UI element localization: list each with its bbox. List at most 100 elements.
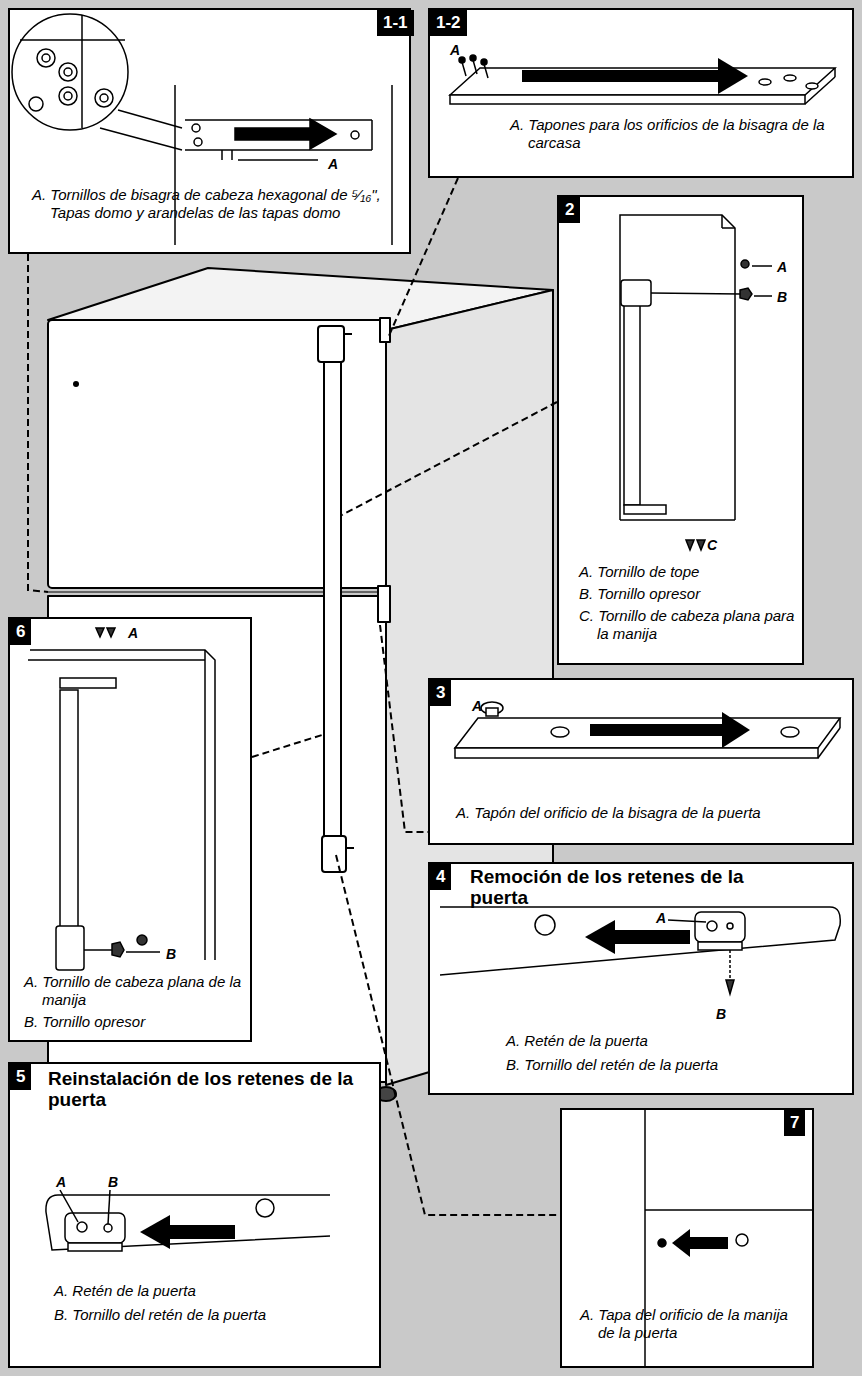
door-handle-illustration xyxy=(624,300,640,505)
hinge-illustration xyxy=(192,124,200,132)
callout-letter: A xyxy=(450,42,460,58)
step-panel: 7A. Tapa del orificio de la manija de la… xyxy=(560,1108,814,1368)
part-caption: A. Tornillo de cabeza plana de la manija xyxy=(24,973,250,1009)
callout-letter: A xyxy=(777,259,787,275)
door-handle-illustration xyxy=(651,293,740,294)
hinge-illustration xyxy=(29,97,43,111)
door-stop-illustration xyxy=(68,1243,122,1251)
door-handle-illustration xyxy=(60,690,78,930)
step-title: Remoción de los retenes de la puerta xyxy=(470,866,750,908)
hinge-illustration xyxy=(185,119,372,121)
door-stop-illustration xyxy=(104,1224,112,1232)
door-handle-illustration xyxy=(28,659,205,661)
hinge-illustration xyxy=(42,54,50,62)
hinge-illustration xyxy=(118,110,182,128)
leader-line xyxy=(28,254,48,592)
door-stop-illustration xyxy=(170,1225,235,1239)
hinge-illustration xyxy=(59,87,77,105)
panel-background xyxy=(428,862,854,1095)
hinge-illustration xyxy=(37,49,55,67)
part-caption: B. Tornillo del retén de la puerta xyxy=(506,1056,836,1074)
door-handle-illustration xyxy=(56,926,84,970)
door-handle-illustration xyxy=(96,628,104,637)
hinge-illustration xyxy=(221,150,223,160)
leader-line xyxy=(380,625,428,832)
cabinet-top-illustration xyxy=(450,95,805,104)
door-top-illustration xyxy=(818,728,840,758)
hinge-illustration xyxy=(64,68,72,76)
hinge-illustration xyxy=(95,89,113,107)
hinge-illustration xyxy=(100,94,108,102)
door-handle-illustration xyxy=(112,942,124,957)
part-caption: B. Tornillo del retén de la puerta xyxy=(54,1306,374,1324)
door-side-illustration xyxy=(658,1239,666,1247)
panel-background xyxy=(8,1062,381,1368)
cabinet-top-illustration xyxy=(806,83,818,89)
door-stop-illustration xyxy=(698,942,742,950)
callout-letter: B xyxy=(777,289,787,305)
refrigerator xyxy=(378,586,390,622)
door-top-illustration xyxy=(551,727,569,737)
step-number: 2 xyxy=(559,197,580,223)
part-caption: A. Retén de la puerta xyxy=(506,1032,836,1050)
door-stop-illustration xyxy=(440,907,840,994)
door-handle-illustration xyxy=(60,678,116,688)
door-stop-illustration xyxy=(46,1195,330,1250)
part-caption: A. Tapa del orificio de la manija de la … xyxy=(580,1306,806,1342)
door-handle-illustration xyxy=(620,215,735,520)
hinge-illustration xyxy=(59,63,77,81)
refrigerator xyxy=(346,847,354,849)
door-handle-illustration xyxy=(722,227,735,229)
leader-line xyxy=(342,402,557,515)
cabinet-top-illustration xyxy=(784,75,796,81)
refrigerator xyxy=(324,344,341,844)
callout-letter: B xyxy=(108,1174,118,1190)
leader-line xyxy=(252,735,322,757)
part-caption: A. Tornillos de bisagra de cabeza hexago… xyxy=(32,186,404,222)
door-stop-illustration xyxy=(615,930,690,944)
door-handle-illustration xyxy=(624,505,666,514)
door-stop-illustration xyxy=(60,1190,78,1222)
door-stop-illustration xyxy=(729,950,731,978)
door-stop-illustration xyxy=(46,1190,330,1251)
door-stop-illustration xyxy=(108,1190,110,1224)
hinge-illustration xyxy=(231,150,233,160)
callout-letter: A xyxy=(328,156,338,172)
part-caption: C. Tornillo de cabeza plana para la mani… xyxy=(579,607,801,643)
callout-letter: C xyxy=(707,537,717,553)
cabinet-top-illustration xyxy=(462,62,466,76)
door-top-illustration xyxy=(590,724,722,736)
door-handle-illustration xyxy=(686,540,694,550)
step-panel: 3AA. Tapón del orificio de la bisagra de… xyxy=(428,678,854,845)
part-caption: A. Tornillo de tope xyxy=(579,563,801,581)
hinge-illustration xyxy=(64,92,72,100)
refrigerator xyxy=(318,326,344,362)
door-side-illustration xyxy=(736,1234,748,1246)
cabinet-top-illustration xyxy=(834,68,836,77)
step-number: 4 xyxy=(430,864,451,890)
step-title: Reinstalación de los retenes de la puert… xyxy=(48,1068,358,1110)
door-side-illustration xyxy=(672,1229,690,1257)
hinge-illustration xyxy=(371,120,373,150)
step-panel: 2ABCA. Tornillo de topeB. Tornillo opres… xyxy=(557,195,804,665)
callout-letter: A xyxy=(656,910,666,926)
part-caption: B. Tornillo opresor xyxy=(24,1013,250,1031)
callout-letter: B xyxy=(716,1006,726,1022)
hinge-illustration xyxy=(310,119,336,149)
cabinet-top-illustration xyxy=(805,77,835,104)
door-handle-illustration xyxy=(752,265,772,267)
door-stop-illustration xyxy=(727,923,733,929)
panel-background xyxy=(8,8,411,254)
hinge-illustration xyxy=(12,14,128,130)
door-stop-illustration xyxy=(726,980,734,994)
callout-letter: A xyxy=(56,1174,66,1190)
door-handle-illustration xyxy=(204,650,206,960)
step-panel: 6ABA. Tornillo de cabeza plana de la man… xyxy=(8,617,252,1042)
door-stop-illustration xyxy=(77,1222,87,1232)
step-number: 1-1 xyxy=(377,10,414,36)
door-stop-illustration xyxy=(535,915,555,935)
cabinet-top-illustration xyxy=(473,60,477,74)
cabinet-top-illustration xyxy=(450,68,835,95)
door-handle-illustration xyxy=(137,935,147,945)
